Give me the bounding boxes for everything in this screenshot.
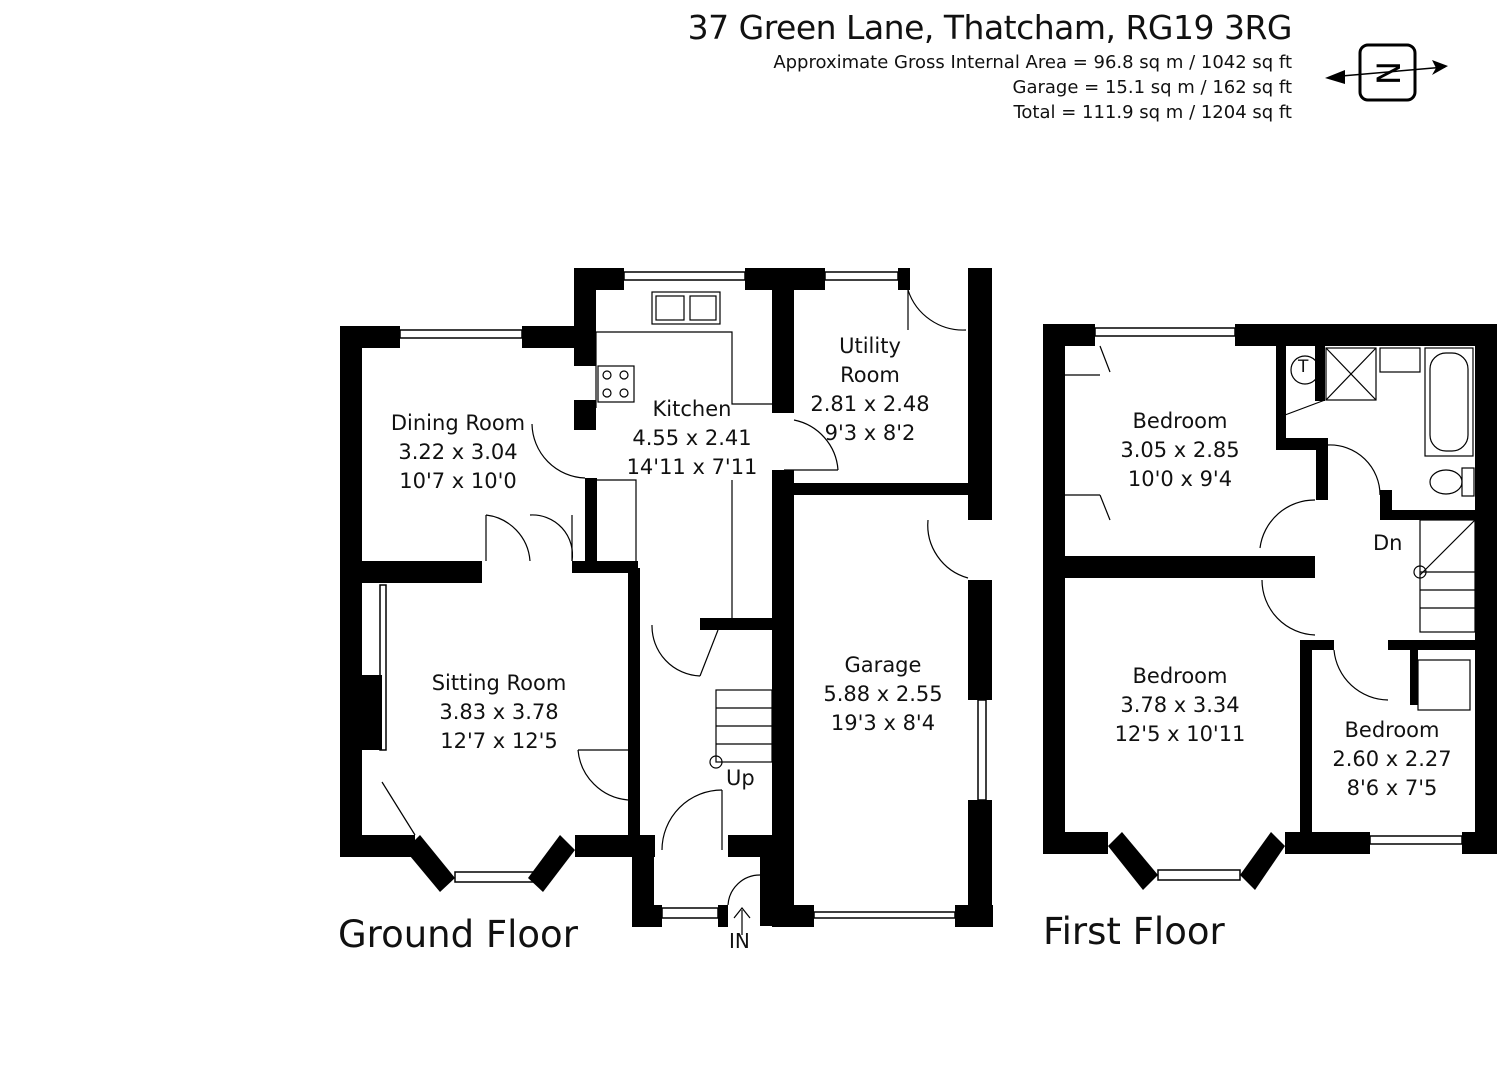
ground-floor-fixtures	[381, 289, 969, 935]
room-name: Utility	[839, 334, 901, 358]
room-garage: Garage 5.88 x 2.55 19'3 x 8'4	[823, 651, 942, 738]
room-metric: 3.83 x 3.78	[439, 700, 559, 724]
area-garage: Garage = 15.1 sq m / 162 sq ft	[1012, 77, 1292, 98]
first-floor-title: First Floor	[1043, 910, 1225, 953]
room-kitchen: Kitchen 4.55 x 2.41 14'11 x 7'11	[627, 395, 758, 482]
room-imperial: 8'6 x 7'5	[1346, 776, 1438, 800]
first-floor-windows	[1094, 327, 1493, 881]
ground-floor-walls	[340, 268, 993, 927]
room-name: Bedroom	[1344, 718, 1440, 742]
north-arrow-icon: N	[1325, 43, 1448, 102]
room-name: Garage	[844, 653, 922, 677]
room-name: Kitchen	[652, 397, 732, 421]
room-name: Sitting Room	[431, 671, 567, 695]
room-metric: 4.55 x 2.41	[632, 426, 752, 450]
room-bedroom-3: Bedroom 2.60 x 2.27 8'6 x 7'5	[1332, 716, 1451, 803]
room-bedroom-2: Bedroom 3.78 x 3.34 12'5 x 10'11	[1115, 662, 1246, 749]
room-imperial: 14'11 x 7'11	[626, 455, 758, 479]
first-floor-fixtures	[1065, 345, 1476, 711]
stairs-down-label: Dn	[1373, 531, 1403, 555]
room-name: Bedroom	[1132, 664, 1228, 688]
room-imperial: 12'5 x 10'11	[1114, 722, 1246, 746]
area-gross-internal: Approximate Gross Internal Area = 96.8 s…	[773, 52, 1292, 73]
room-metric: 3.05 x 2.85	[1120, 438, 1240, 462]
property-address: 37 Green Lane, Thatcham, RG19 3RG	[687, 8, 1293, 47]
room-metric: 2.81 x 2.48	[810, 392, 930, 416]
compass-letter: N	[1370, 61, 1408, 85]
ground-floor-title: Ground Floor	[338, 913, 578, 956]
room-imperial: 10'0 x 9'4	[1127, 467, 1233, 491]
room-metric: 3.22 x 3.04	[398, 440, 518, 464]
room-name: Dining Room	[390, 411, 526, 435]
room-name-line2: Room	[840, 363, 900, 387]
ground-floor-windows	[379, 271, 987, 919]
room-bedroom-1: Bedroom 3.05 x 2.85 10'0 x 9'4	[1120, 407, 1239, 494]
cylinder-label: T	[1298, 357, 1309, 377]
room-dining: Dining Room 3.22 x 3.04 10'7 x 10'0	[391, 409, 525, 496]
room-metric: 2.60 x 2.27	[1332, 747, 1452, 771]
room-sitting: Sitting Room 3.83 x 3.78 12'7 x 12'5	[432, 669, 567, 756]
entrance-label: IN	[729, 929, 750, 953]
room-utility: Utility Room 2.81 x 2.48 9'3 x 8'2	[810, 332, 929, 448]
first-floor-walls	[1043, 324, 1497, 890]
stairs-up-label: Up	[726, 766, 755, 790]
room-metric: 3.78 x 3.34	[1120, 693, 1240, 717]
room-metric: 5.88 x 2.55	[823, 682, 943, 706]
room-imperial: 19'3 x 8'4	[830, 711, 936, 735]
room-imperial: 9'3 x 8'2	[824, 421, 916, 445]
room-imperial: 12'7 x 12'5	[440, 729, 558, 753]
room-name: Bedroom	[1132, 409, 1228, 433]
area-total: Total = 111.9 sq m / 1204 sq ft	[1013, 102, 1292, 123]
room-imperial: 10'7 x 10'0	[399, 469, 517, 493]
